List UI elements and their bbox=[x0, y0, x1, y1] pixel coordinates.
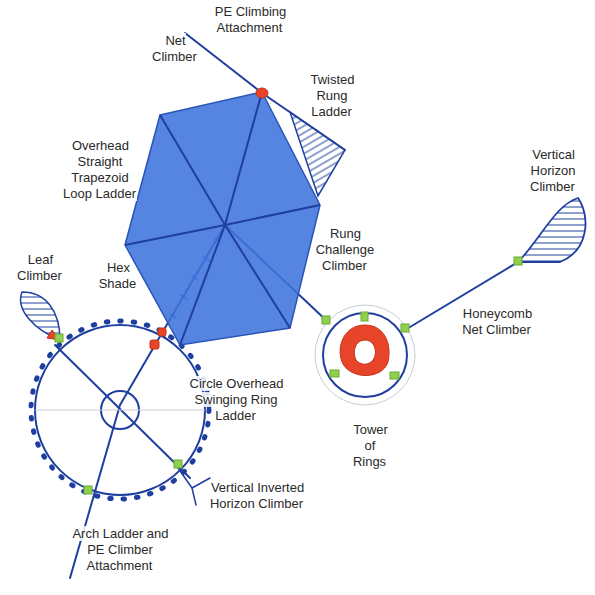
part-label: Net Climber bbox=[145, 33, 205, 65]
part-label: Circle Overhead Swinging Ring Ladder bbox=[180, 376, 292, 424]
part-label: Rung Challenge Climber bbox=[309, 226, 381, 274]
part-label: Vertical Inverted Horizon Climber bbox=[198, 480, 316, 512]
part-label-text: Leaf Climber bbox=[17, 252, 63, 283]
part-label-text: Tower of Rings bbox=[352, 422, 388, 469]
part-label-text: Honeycomb Net Climber bbox=[462, 306, 532, 337]
part-label: Hex Shade bbox=[95, 260, 141, 292]
part-label-text: Vertical Horizon Climber bbox=[530, 147, 576, 194]
part-label-text: Rung Challenge Climber bbox=[316, 226, 375, 273]
part-label-text: PE Climbing Attachment bbox=[214, 4, 287, 35]
part-label: PE Climbing Attachment bbox=[205, 4, 295, 36]
part-label-text: Overhead Straight Trapezoid Loop Ladder bbox=[63, 138, 137, 201]
part-label: Honeycomb Net Climber bbox=[456, 306, 538, 338]
part-label-text: Net Climber bbox=[152, 33, 198, 64]
part-label-text: Twisted Rung Ladder bbox=[309, 72, 354, 119]
part-label-text: Vertical Inverted Horizon Climber bbox=[210, 480, 304, 511]
part-label: Tower of Rings bbox=[347, 422, 393, 470]
part-label-text: Hex Shade bbox=[99, 260, 138, 291]
part-label: Twisted Rung Ladder bbox=[302, 72, 362, 120]
part-label: Vertical Horizon Climber bbox=[517, 147, 589, 195]
part-label: Arch Ladder and PE Climber Attachment bbox=[71, 526, 169, 574]
part-label: Overhead Straight Trapezoid Loop Ladder bbox=[59, 138, 141, 202]
part-label-text: Arch Ladder and PE Climber Attachment bbox=[71, 526, 168, 573]
part-label-text: Circle Overhead Swinging Ring Ladder bbox=[189, 376, 284, 423]
part-label: Leaf Climber bbox=[12, 252, 68, 284]
